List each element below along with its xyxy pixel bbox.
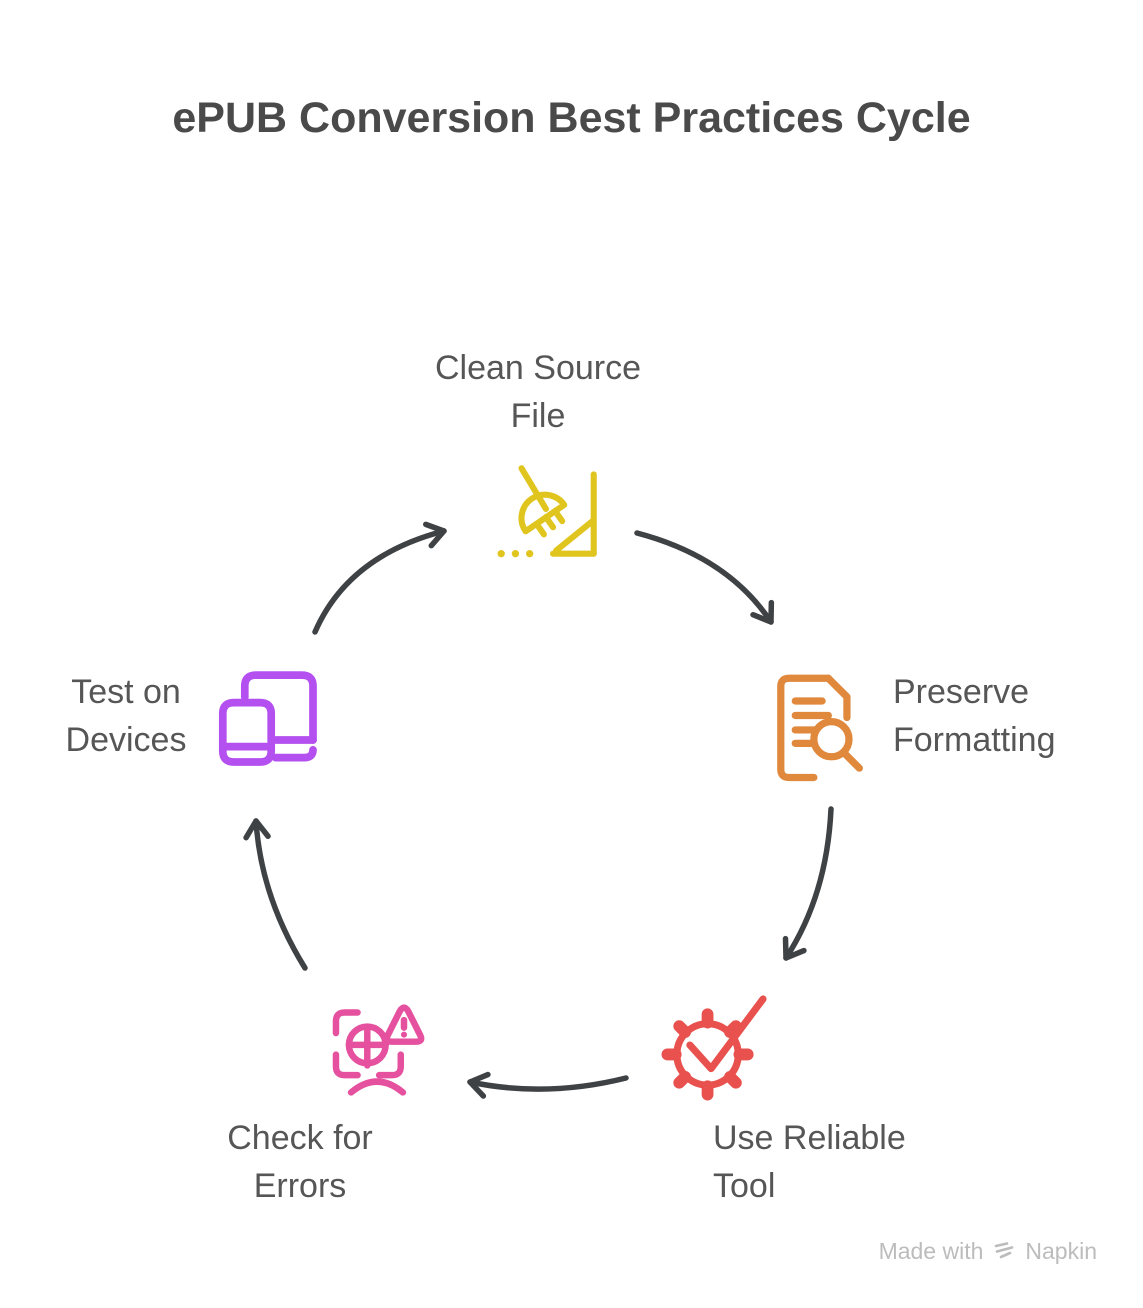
- devices-icon: [218, 671, 317, 766]
- broom-icon: [497, 465, 597, 558]
- step-label: Clean Source File: [434, 349, 641, 435]
- watermark: Made with Napkin: [879, 1238, 1097, 1265]
- document-search-icon: [777, 674, 863, 782]
- step-label: Check for Errors: [227, 1119, 373, 1205]
- gear-check-icon: [661, 995, 767, 1101]
- watermark-brand: Napkin: [1025, 1238, 1097, 1264]
- error-scan-icon: [332, 1004, 425, 1096]
- step-label: Preserve Formatting: [893, 673, 1056, 759]
- arrow-preserve-to-tool: [782, 806, 834, 961]
- arrow-clean-to-preserve: [634, 530, 775, 625]
- watermark-text: Made with: [878, 1238, 984, 1264]
- arrow-tool-to-check: [467, 1071, 629, 1099]
- step-label: Test on Devices: [65, 673, 187, 759]
- step-label: Use Reliable Tool: [713, 1119, 906, 1205]
- page-title: ePUB Conversion Best Practices Cycle: [172, 94, 971, 142]
- arrow-test-to-clean: [312, 521, 447, 635]
- arrow-check-to-test: [243, 818, 308, 971]
- napkin-logo-icon: [995, 1241, 1014, 1258]
